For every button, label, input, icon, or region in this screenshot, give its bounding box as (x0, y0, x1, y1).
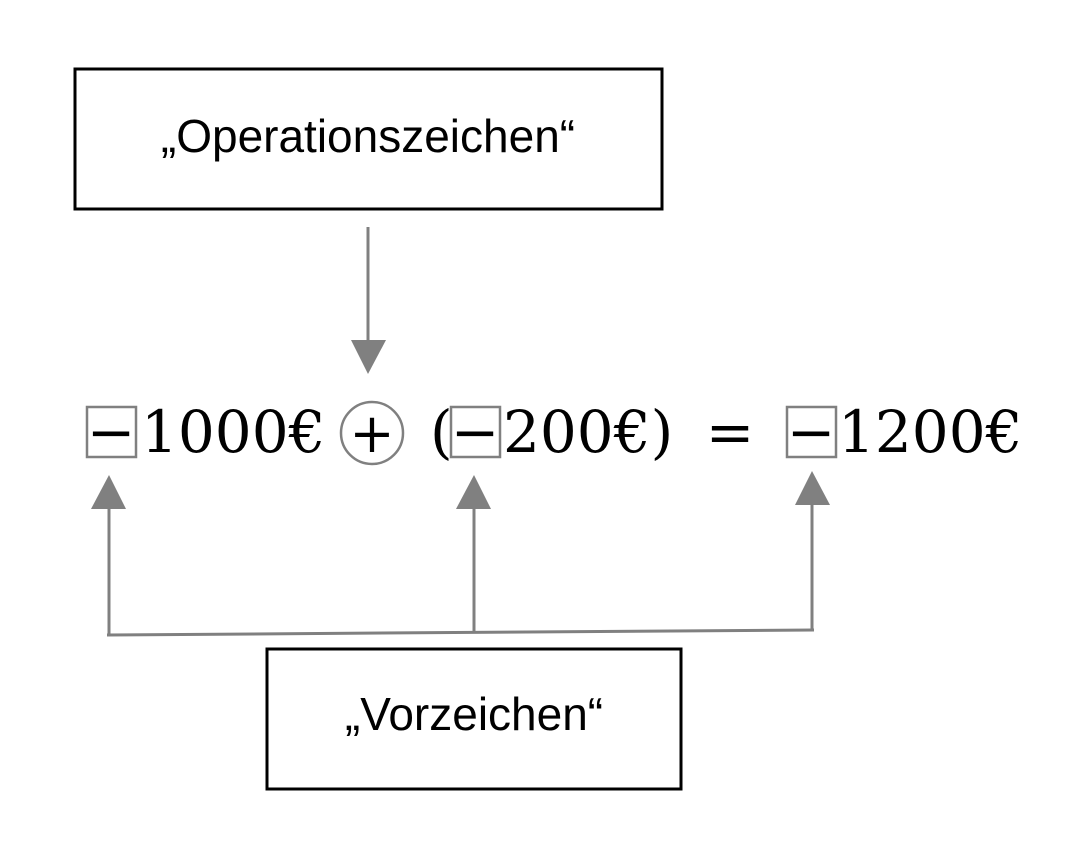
equation: − 1000€ + ( − 200€) = − 1200€ (85, 398, 1023, 466)
sign-2-highlight-box (449, 405, 502, 459)
sign-1: − (87, 398, 136, 466)
sign-1-highlight-box (85, 405, 138, 459)
operation-sign-label: „Operationszeichen“ (73, 67, 664, 211)
sign-label-box (265, 647, 683, 791)
amount-3: 1200€ (838, 398, 1023, 466)
operation-sign-box (73, 67, 664, 211)
operation-sign-text: „Operationszeichen“ (161, 110, 575, 162)
sign-3-highlight-box (785, 405, 838, 459)
equals-sign: = (706, 398, 755, 466)
sign-label-text: „Vorzeichen“ (345, 688, 603, 740)
sign-arrows-connector (106, 628, 815, 637)
sign-1-arrow-head (91, 475, 126, 509)
operator-sign: + (349, 402, 394, 465)
sign-2-arrow-head (456, 475, 491, 509)
sign-3-arrow-head (795, 471, 830, 505)
sign-2: − (451, 398, 500, 466)
operator-arrow-head (351, 340, 386, 374)
operator-circle (339, 400, 405, 466)
sign-3: − (787, 398, 836, 466)
open-parenthesis: ( (430, 398, 453, 466)
sign-arrows (91, 471, 830, 637)
sign-label: „Vorzeichen“ (265, 647, 683, 791)
amount-1: 1000€ (141, 398, 326, 466)
operator-arrow (351, 227, 386, 374)
amount-2: 200€) (503, 398, 673, 466)
